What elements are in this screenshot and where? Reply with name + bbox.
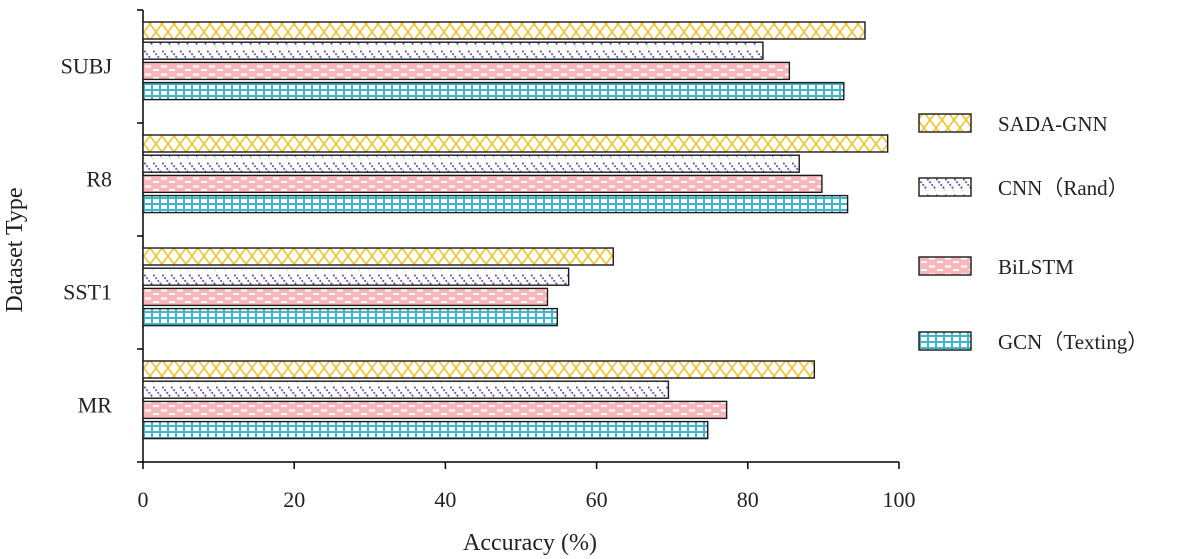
- bar-sst1-series-1: [142, 267, 570, 286]
- legend-label: GCN（Texting）: [998, 330, 1148, 354]
- bar-mr-series-1: [142, 380, 670, 399]
- bar-r8-series-2: [142, 174, 823, 194]
- x-tick-label: 80: [737, 487, 759, 512]
- y-axis-title: Dataset Type: [2, 187, 28, 312]
- bar-subj-series-0: [142, 21, 866, 40]
- bar-r8-series-3: [142, 194, 849, 214]
- x-tick-label: 60: [586, 487, 608, 512]
- bar-r8-series-1: [142, 154, 800, 173]
- category-label: R8: [86, 167, 112, 192]
- legend-swatch: [918, 177, 972, 197]
- category-label: MR: [78, 393, 113, 418]
- x-axis-title: Accuracy (%): [463, 530, 597, 556]
- x-axis-ticks: 0 20 40 60 80 100: [138, 462, 916, 512]
- bar-sst1-series-2: [142, 287, 549, 307]
- category-label: SST1: [63, 280, 112, 305]
- x-tick-label: 40: [434, 487, 456, 512]
- bar-subj-series-1: [142, 41, 764, 60]
- legend-swatch: [918, 331, 972, 351]
- category-label: SUBJ: [61, 54, 113, 79]
- legend-swatch: [918, 113, 972, 133]
- bar-r8-series-0: [142, 134, 889, 153]
- bar-mr-series-2: [142, 400, 728, 420]
- y-axis-ticks: [137, 9, 143, 463]
- bar-subj-series-2: [142, 61, 791, 81]
- bars-group: [142, 21, 889, 440]
- legend: SADA-GNN CNN（Rand） BiLSTM GCN（Texting）: [918, 112, 1148, 354]
- bar-sst1-series-3: [142, 307, 558, 327]
- x-tick-label: 100: [883, 487, 916, 512]
- x-tick-label: 0: [138, 487, 149, 512]
- legend-label: CNN（Rand）: [998, 176, 1129, 200]
- bar-sst1-series-0: [142, 247, 614, 266]
- legend-swatch: [918, 256, 972, 276]
- legend-label: BiLSTM: [998, 255, 1074, 279]
- x-tick-label: 20: [283, 487, 305, 512]
- bar-mr-series-3: [142, 420, 709, 440]
- bar-mr-series-0: [142, 360, 816, 379]
- bar-subj-series-3: [142, 81, 845, 101]
- legend-label: SADA-GNN: [998, 112, 1108, 136]
